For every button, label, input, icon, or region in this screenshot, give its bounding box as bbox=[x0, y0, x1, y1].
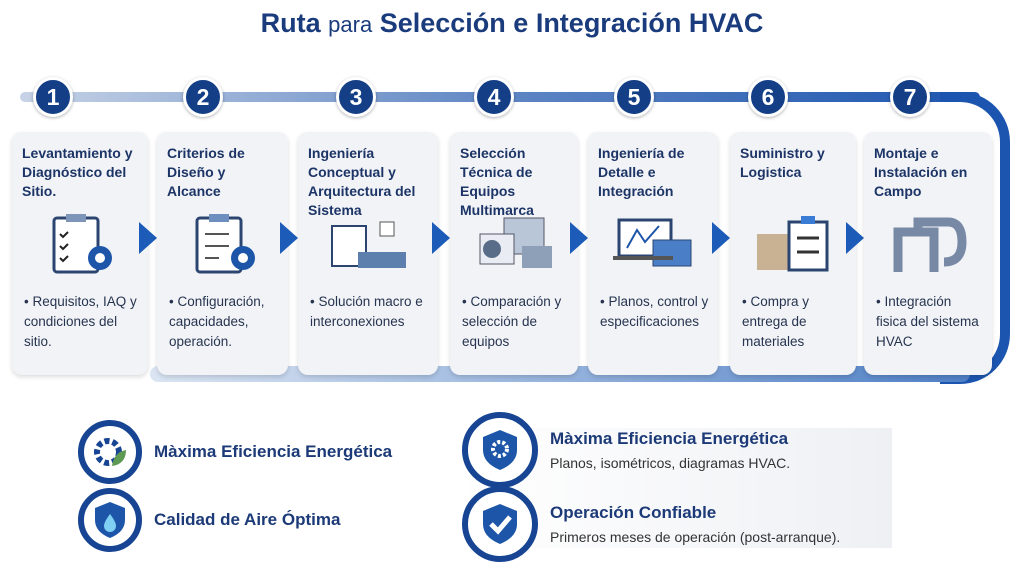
step-desc: • Requisitos, IAQ y condiciones del siti… bbox=[24, 294, 137, 349]
step-number: 6 bbox=[748, 77, 788, 117]
step-card: Criterios de Diseño y Alcance • Configur… bbox=[157, 132, 288, 375]
checklist-gear-icon bbox=[195, 214, 255, 274]
feature-efficiency: Màxima Eficiencia Energética bbox=[78, 420, 392, 484]
laptop-drawings-icon bbox=[613, 218, 692, 267]
hvac-units-icon bbox=[479, 217, 552, 268]
step-title: Levantamiento y Diagnóstico del Sitio. bbox=[22, 145, 133, 199]
chevron-right-icon bbox=[432, 222, 450, 254]
gear-leaf-icon bbox=[78, 420, 142, 484]
feature-air-quality: Calidad de Aire Óptima bbox=[78, 488, 340, 552]
step-card: Ingeniería de Detalle e Integración • Pl… bbox=[588, 132, 718, 375]
shield-check-icon bbox=[462, 486, 538, 562]
feature-title: Operación Confiable bbox=[550, 503, 717, 522]
step-desc: • Integración fisica del sistema HVAC bbox=[876, 294, 979, 349]
feature-title: Màxima Eficiencia Energética bbox=[154, 442, 393, 461]
feature-title: Màxima Eficiencia Energética bbox=[550, 429, 789, 448]
step-desc: • Solución macro e interconexiones bbox=[310, 294, 423, 329]
step-desc: • Comparación y selección de equipos bbox=[462, 294, 562, 349]
step-title: Criterios de Diseño y Alcance bbox=[167, 145, 245, 199]
step-card: Suministro y Logistica • Compra y entreg… bbox=[730, 132, 856, 375]
step-title: Selección Técnica de Equipos Multimarca bbox=[460, 145, 534, 218]
chevron-right-icon bbox=[712, 222, 730, 254]
title-part: Selección e Integración HVAC bbox=[379, 8, 764, 38]
step-card: Selección Técnica de Equipos Multimarca … bbox=[450, 132, 578, 375]
step-desc: • Planos, control y especificaciones bbox=[600, 294, 709, 329]
pipes-icon bbox=[893, 217, 967, 272]
step-card: Levantamiento y Diagnóstico del Sitio. •… bbox=[12, 132, 148, 375]
step-title: Ingeniería Conceptual y Arquitectura del… bbox=[308, 145, 416, 218]
step-number: 4 bbox=[474, 77, 514, 117]
title-part: para bbox=[328, 12, 373, 37]
system-architecture-icon bbox=[331, 221, 406, 268]
chevron-right-icon bbox=[139, 222, 157, 254]
step-desc: • Configuración, capacidades, operación. bbox=[169, 294, 265, 349]
box-checklist-icon bbox=[757, 216, 829, 272]
step-number: 5 bbox=[614, 77, 654, 117]
chevron-right-icon bbox=[280, 222, 298, 254]
step-number: 3 bbox=[336, 77, 376, 117]
step-number: 7 bbox=[890, 77, 930, 117]
feature-desc: Primeros meses de operación (post-arranq… bbox=[550, 529, 841, 545]
clipboard-gear-icon bbox=[52, 214, 112, 274]
chevron-right-icon bbox=[846, 222, 864, 254]
step-title: Montaje e Instalación en Campo bbox=[874, 145, 968, 199]
step-number: 2 bbox=[183, 77, 223, 117]
shield-gear-icon bbox=[462, 412, 538, 488]
step-desc: • Compra y entrega de materiales bbox=[742, 294, 809, 349]
page-title: Ruta para Selección e Integración HVAC bbox=[0, 8, 1024, 39]
feature-desc: Planos, isométricos, diagramas HVAC. bbox=[550, 455, 791, 471]
step-card: Ingeniería Conceptual y Arquitectura del… bbox=[298, 132, 438, 375]
shield-drop-icon bbox=[78, 488, 142, 552]
title-part: Ruta bbox=[260, 8, 321, 38]
feature-title: Calidad de Aire Óptima bbox=[154, 510, 341, 529]
step-number: 1 bbox=[33, 77, 73, 117]
step-title: Suministro y Logistica bbox=[740, 145, 825, 180]
return-arc bbox=[940, 92, 1010, 384]
chevron-right-icon bbox=[570, 222, 588, 254]
step-title: Ingeniería de Detalle e Integración bbox=[598, 145, 685, 199]
step-card: Montaje e Instalación en Campo • Integra… bbox=[864, 132, 992, 375]
